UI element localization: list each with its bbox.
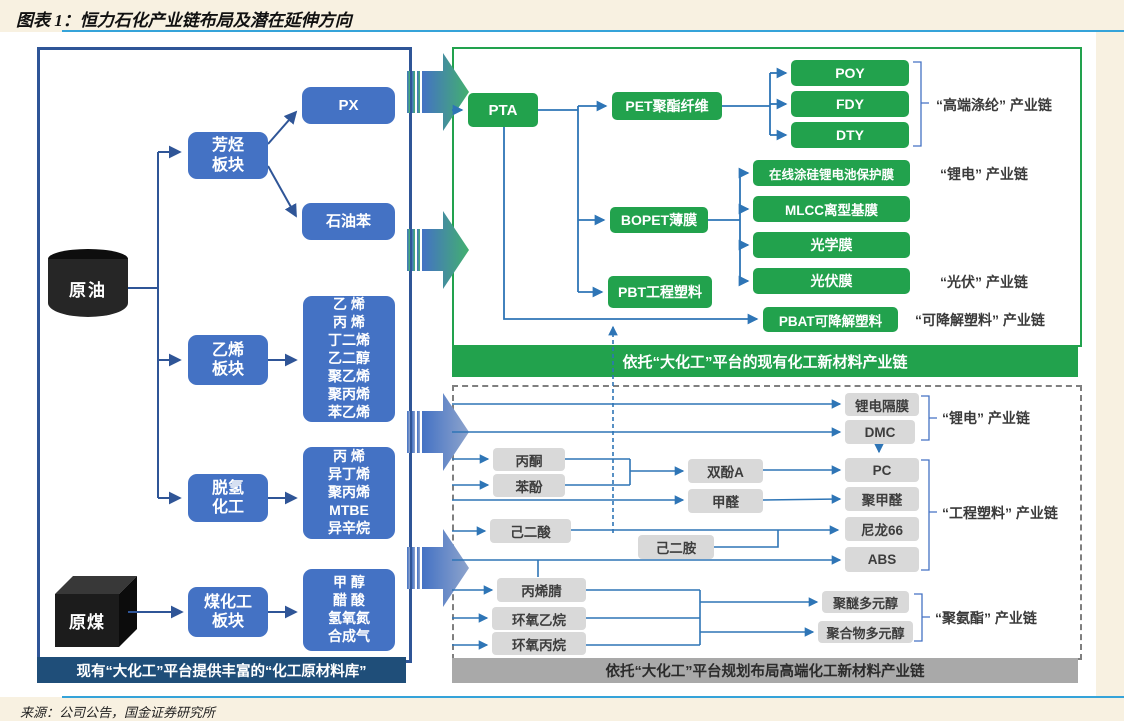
chain-label-pv: “光伏” 产业链 — [940, 274, 1028, 290]
node-polyether-polyol: 聚醚多元醇 — [822, 591, 909, 613]
crude-oil-label: 原油 — [69, 280, 107, 300]
node-phenol: 苯酚 — [493, 474, 565, 497]
node-acrylonitrile: 丙烯腈 — [497, 578, 586, 602]
node-propylene-oxide: 环氧丙烷 — [492, 632, 586, 655]
planned-materials-banner: 依托“大化工”平台规划布局高端化工新材料产业链 — [452, 658, 1078, 683]
node-adipic-acid: 己二酸 — [490, 519, 571, 543]
node-optical-film: 光学膜 — [753, 232, 910, 258]
node-hexamethylenediamine: 己二胺 — [638, 535, 714, 559]
stage-box-aromatics: 芳烃 板块 — [188, 132, 268, 179]
bottom-rule — [62, 696, 1124, 698]
product-list-dehydrogenation: 丙 烯 异丁烯 聚丙烯 MTBE 异辛烷 — [303, 447, 395, 539]
node-bopet-film: BOPET薄膜 — [610, 207, 708, 233]
stage-box-dehydrogenation: 脱氢 化工 — [188, 474, 268, 522]
crude-oil-cylinder: 原油 — [48, 259, 128, 317]
chain-label-polyester: “高端涤纶” 产业链 — [936, 97, 1052, 113]
node-abs: ABS — [845, 547, 919, 572]
node-pv-film: 光伏膜 — [753, 268, 910, 294]
raw-coal-cube: 原煤 — [55, 594, 119, 647]
node-pc: PC — [845, 458, 919, 482]
chain-label-polyurethane: “聚氨酯” 产业链 — [935, 610, 1037, 626]
chain-label-engineering-plastics: “工程塑料” 产业链 — [942, 505, 1058, 521]
node-li-battery-film: 在线涂硅锂电池保护膜 — [753, 160, 910, 186]
node-ethylene-oxide: 环氧乙烷 — [492, 607, 586, 630]
node-formaldehyde: 甲醛 — [688, 489, 763, 513]
product-list-ethylene: 乙 烯 丙 烯 丁二烯 乙二醇 聚乙烯 聚丙烯 苯乙烯 — [303, 296, 395, 422]
node-poy: POY — [791, 60, 909, 86]
node-dmc: DMC — [845, 420, 915, 444]
node-polymer-polyol: 聚合物多元醇 — [818, 621, 913, 643]
chain-label-li-battery-planned: “锂电” 产业链 — [942, 410, 1030, 426]
feedstock-banner: 现有“大化工”平台提供丰富的“化工原材料库” — [37, 657, 406, 683]
node-mlcc-film: MLCC离型基膜 — [753, 196, 910, 222]
chain-label-degradable: “可降解塑料” 产业链 — [915, 312, 1045, 328]
current-materials-banner: 依托“大化工”平台的现有化工新材料产业链 — [452, 345, 1078, 377]
node-pbt: PBT工程塑料 — [608, 276, 712, 308]
node-pet-fiber: PET聚酯纤维 — [612, 92, 722, 120]
product-list-coal: 甲 醇 醋 酸 氢氧氮 合成气 — [303, 569, 395, 651]
node-nylon66: 尼龙66 — [845, 517, 919, 541]
node-bpa: 双酚A — [688, 459, 763, 483]
raw-coal-label: 原煤 — [69, 613, 105, 632]
figure-title: 图表 1：恒力石化产业链布局及潜在延伸方向 — [16, 11, 352, 30]
node-pta: PTA — [468, 93, 538, 127]
node-pbat: PBAT可降解塑料 — [763, 307, 898, 332]
node-dty: DTY — [791, 122, 909, 148]
source-note: 来源：公司公告，国金证券研究所 — [20, 705, 216, 720]
top-rule — [62, 30, 1124, 32]
product-box-px: PX — [302, 87, 395, 124]
stage-box-coal-chemical: 煤化工 板块 — [188, 587, 268, 637]
node-acetone: 丙酮 — [493, 448, 565, 471]
stage-box-ethylene: 乙烯 板块 — [188, 335, 268, 385]
node-li-separator: 锂电隔膜 — [845, 393, 919, 416]
node-pom: 聚甲醛 — [845, 487, 919, 511]
chain-label-li-battery: “锂电” 产业链 — [940, 166, 1028, 182]
node-fdy: FDY — [791, 91, 909, 117]
product-box-benzene: 石油苯 — [302, 203, 395, 240]
